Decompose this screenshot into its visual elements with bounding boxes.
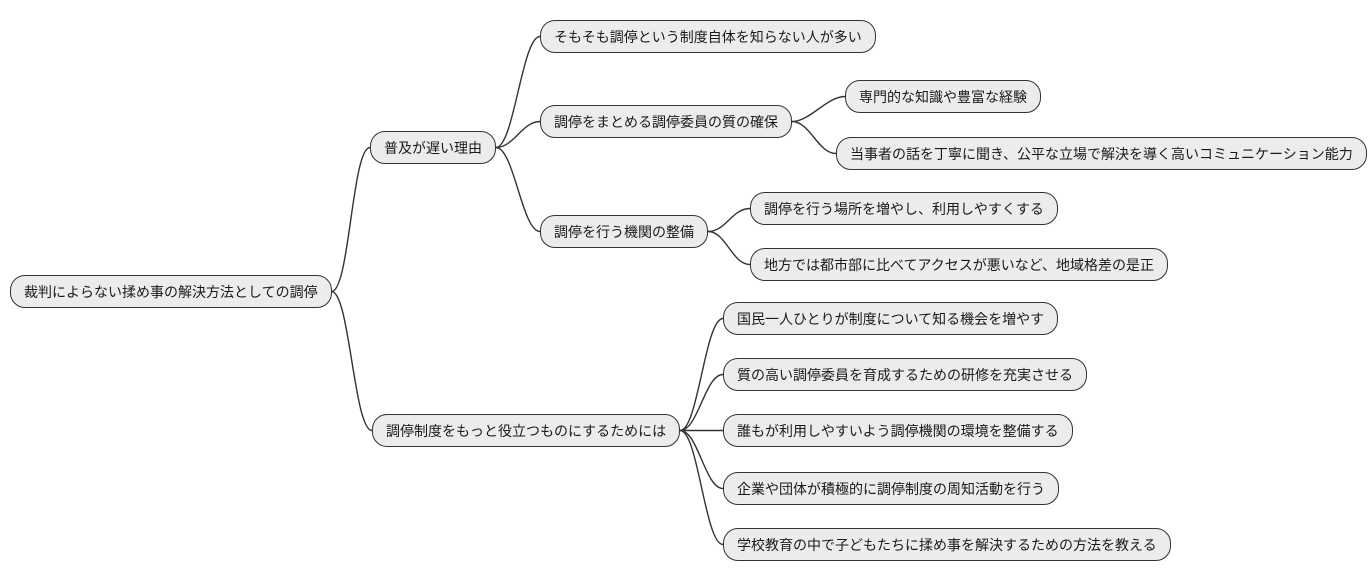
edge-connector [331, 290, 373, 432]
mindmap-node-accessible-environment: 誰もが利用しやすいよう調停機関の環境を整備する [723, 414, 1073, 447]
mindmap-node-communication-skill: 当事者の話を丁寧に聞き、公平な立場で解決を導く高いコミュニケーション能力 [836, 137, 1367, 170]
edge-connector [679, 317, 724, 432]
edge-connector [791, 120, 837, 155]
edge-connector [679, 429, 724, 546]
edge-connector [495, 120, 541, 149]
mindmap-node-mediator-training: 質の高い調停委員を育成するための研修を充実させる [723, 358, 1087, 391]
edge-connector [495, 146, 541, 233]
edge-connector [495, 35, 541, 149]
mindmap-node-school-education: 学校教育の中で子どもたちに揉め事を解決するための方法を教える [723, 528, 1171, 561]
mindmap-node-slow-adoption-reasons: 普及が遅い理由 [370, 131, 496, 164]
mindmap-node-more-locations: 調停を行う場所を増やし、利用しやすくする [750, 192, 1058, 225]
mindmap-node-mediator-quality: 調停をまとめる調停委員の質の確保 [540, 105, 792, 138]
mindmap-node-corporate-promotion: 企業や団体が積極的に調停制度の周知活動を行う [723, 472, 1059, 505]
mindmap-node-institution-development: 調停を行う機関の整備 [540, 215, 708, 248]
mindmap-node-expertise-experience: 専門的な知識や豊富な経験 [845, 80, 1041, 113]
edge-connector [679, 429, 724, 490]
edge-connector [791, 95, 846, 123]
edge-connector [707, 230, 751, 266]
mindmap-node-low-awareness: そもそも調停という制度自体を知らない人が多い [540, 20, 876, 53]
edge-connector [707, 207, 751, 233]
mindmap-node-regional-disparity: 地方では都市部に比べてアクセスが悪いなど、地域格差の是正 [750, 248, 1169, 281]
mindmap-node-improvement-measures: 調停制度をもっと役立つものにするためには [372, 414, 681, 447]
edge-connector [331, 146, 371, 293]
edge-connector [679, 373, 724, 432]
mindmap-node-public-awareness: 国民一人ひとりが制度について知る機会を増やす [723, 302, 1059, 335]
mindmap-node-root: 裁判によらない揉め事の解決方法としての調停 [10, 275, 332, 308]
